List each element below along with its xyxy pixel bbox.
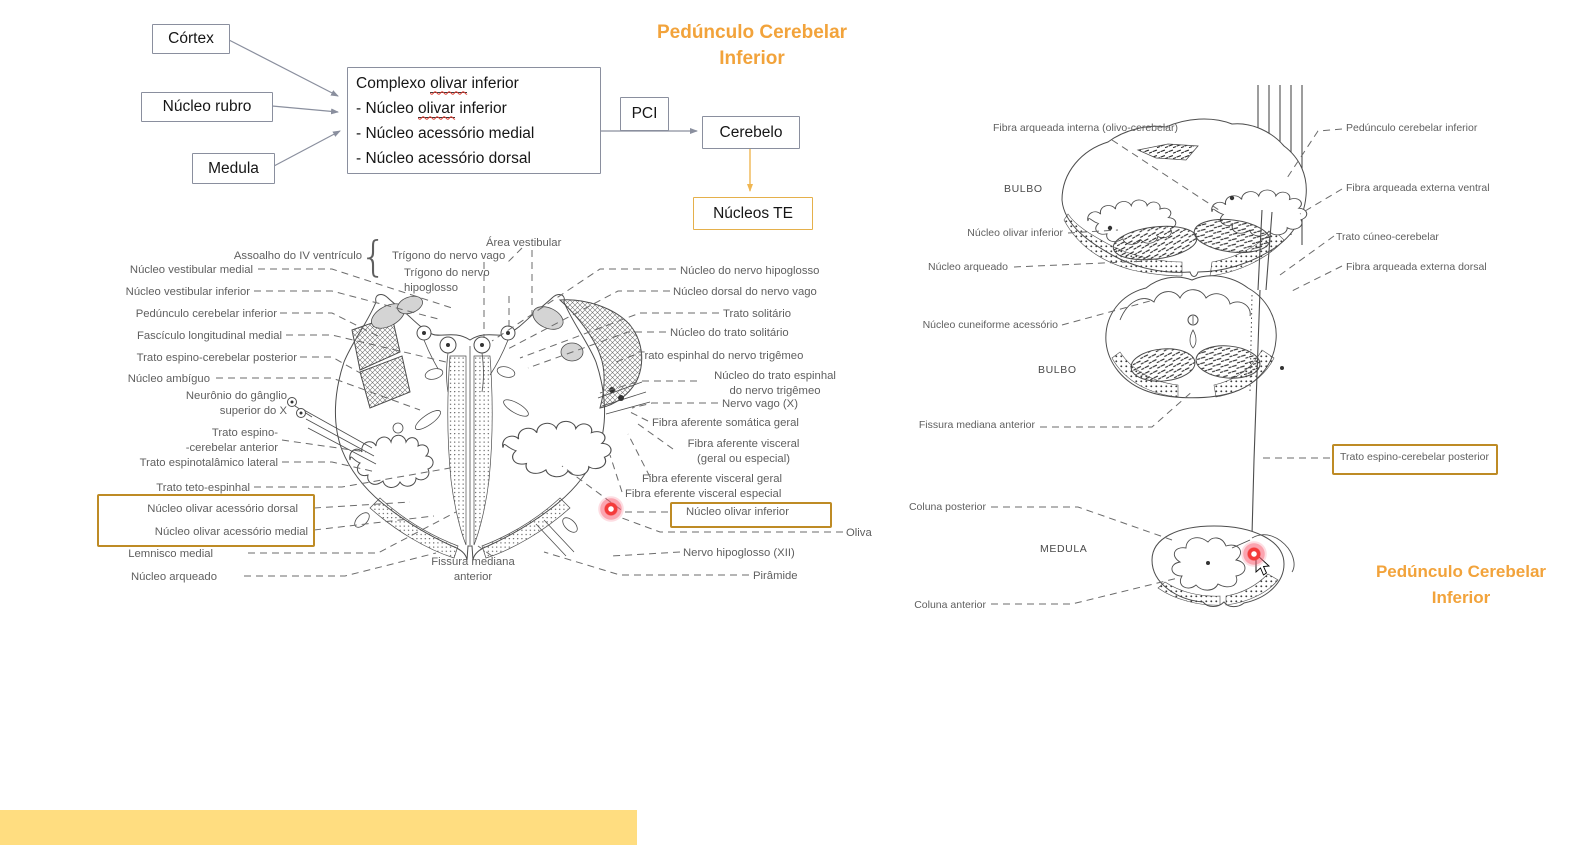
label-nucleo-arqueado: Núcleo arqueado bbox=[130, 571, 217, 583]
text: inferior bbox=[467, 74, 519, 92]
section-label-medula: MEDULA bbox=[1040, 543, 1088, 555]
label-fissura-mediana-anterior: Fissura mediana anterior bbox=[431, 556, 515, 583]
label-fibra-arqueada-externa-ventral: Fibra arqueada externa ventral bbox=[1346, 182, 1490, 194]
label-nucleo-vestibular-medial: Núcleo vestibular medial bbox=[129, 264, 253, 276]
page-title: Pedúnculo Cerebelar Inferior bbox=[656, 22, 848, 69]
label-fibra-aferente-visceral: Fibra aferente visceral (geral ou especi… bbox=[687, 438, 800, 465]
label-nucleo-olivar-acessorio-medial: Núcleo olivar acessório medial bbox=[154, 526, 308, 538]
flow-node-cortex-label: Córtex bbox=[168, 30, 214, 47]
text: Complexo bbox=[356, 74, 431, 92]
label-rd-fissura-mediana-anterior: Fissura mediana anterior bbox=[918, 419, 1035, 431]
flow-node-pci: PCI bbox=[620, 97, 669, 131]
label-rd-pedunculo-cerebelar-inferior: Pedúnculo cerebelar inferior bbox=[1346, 122, 1478, 134]
label-fibra-eferente-visceral-especial: Fibra eferente visceral especial bbox=[625, 488, 782, 500]
highlight-box-nucleo-olivar-inferior bbox=[670, 502, 832, 528]
flow-node-nucleos-te-label: Núcleos TE bbox=[713, 204, 793, 222]
section-label-bulbo-1: BULBO bbox=[1004, 183, 1043, 195]
label-nucleo-cuneiforme-acessorio: Núcleo cuneiforme acessório bbox=[922, 319, 1058, 331]
label-assoalho: Assoalho do IV ventrículo bbox=[233, 250, 362, 262]
label-nucleo-dorsal-nervo-vago: Núcleo dorsal do nervo vago bbox=[673, 286, 817, 298]
complexo-line-4: - Núcleo acessório dorsal bbox=[356, 149, 531, 167]
label-nucleo-olivar-acessorio-dorsal: Núcleo olivar acessório dorsal bbox=[147, 503, 298, 515]
label-nucleo-trato-espinhal-trigemeo: Núcleo do trato espinhal do nervo trigêm… bbox=[714, 370, 836, 397]
label-trato-espinhal-trigemeo: Trato espinhal do nervo trigêmeo bbox=[638, 350, 804, 362]
label-piramide: Pirâmide bbox=[753, 570, 798, 582]
label-trato-espino-cerebelar-anterior: Trato espino- -cerebelar anterior bbox=[185, 427, 278, 454]
label-nucleo-vestibular-inferior: Núcleo vestibular inferior bbox=[125, 286, 250, 298]
section-label-bulbo-2: BULBO bbox=[1038, 364, 1077, 376]
text: - Núcleo bbox=[356, 99, 419, 117]
label-trato-teto-espinhal: Trato teto-espinhal bbox=[156, 482, 250, 494]
flow-node-nucleo-rubro-label: Núcleo rubro bbox=[162, 98, 252, 115]
laser-pointer-dot-right bbox=[1240, 540, 1268, 568]
flow-node-nucleos-te: Núcleos TE bbox=[693, 197, 813, 230]
label-neuronio-ganglio: Neurônio do gânglio superior do X bbox=[185, 390, 287, 417]
label-trato-cuneo-cerebelar: Trato cúneo-cerebelar bbox=[1336, 231, 1439, 243]
highlight-box-trato-espino-cerebelar bbox=[1332, 444, 1498, 475]
label-fibra-eferente-visceral-geral: Fibra eferente visceral geral bbox=[642, 473, 783, 485]
flow-node-nucleo-rubro: Núcleo rubro bbox=[141, 92, 273, 122]
flow-node-medula-label: Medula bbox=[208, 159, 259, 177]
label-rd-nucleo-olivar-inferior: Núcleo olivar inferior bbox=[967, 227, 1063, 239]
complexo-line-1: Complexo olivar inferior bbox=[356, 71, 519, 96]
label-fibra-aferente-somatica: Fibra aferente somática geral bbox=[652, 417, 799, 429]
label-nucleo-trato-solitario: Núcleo do trato solitário bbox=[670, 327, 789, 339]
label-nucleo-nervo-hipoglosso: Núcleo do nervo hipoglosso bbox=[680, 265, 820, 277]
label-fasciculo-longitudinal-medial: Fascículo longitudinal medial bbox=[136, 330, 282, 342]
label-nervo-hipoglosso-xii: Nervo hipoglosso (XII) bbox=[683, 547, 795, 559]
highlight-bar bbox=[0, 810, 637, 845]
label-pedunculo-cerebelar-inferior: Pedúnculo cerebelar inferior bbox=[135, 308, 277, 320]
label-area-vestibular: Área vestibular bbox=[486, 237, 562, 249]
right-sections-drawing bbox=[1061, 85, 1308, 608]
misspelled-word: olivar bbox=[430, 74, 468, 93]
flow-node-complexo-olivar: Complexo olivar inferior - Núcleo olivar… bbox=[347, 67, 601, 174]
text: inferior bbox=[455, 99, 507, 117]
flow-node-cerebelo: Cerebelo bbox=[702, 116, 800, 149]
label-fibra-arqueada-externa-dorsal: Fibra arqueada externa dorsal bbox=[1346, 261, 1487, 273]
misspelled-word: olivar bbox=[418, 99, 456, 118]
flow-node-pci-label: PCI bbox=[631, 105, 658, 122]
label-oliva: Oliva bbox=[846, 527, 872, 539]
label-trato-espinotalamico-lateral: Trato espinotalâmico lateral bbox=[139, 457, 278, 469]
label-trato-solitario: Trato solitário bbox=[723, 308, 792, 320]
label-fibra-arqueada-interna: Fibra arqueada interna (olivo-cerebelar) bbox=[993, 122, 1179, 134]
flow-node-cortex: Córtex bbox=[152, 24, 230, 54]
label-trigono-vago: Trígono do nervo vago bbox=[392, 250, 506, 262]
label-lemnisco-medial: Lemnisco medial bbox=[128, 548, 213, 560]
left-section-drawing bbox=[287, 294, 651, 561]
flow-node-medula: Medula bbox=[192, 153, 275, 184]
label-rd-trato-espino-cerebelar-posterior: Trato espino-cerebelar posterior bbox=[1340, 451, 1490, 463]
label-trato-espino-cerebelar-posterior: Trato espino-cerebelar posterior bbox=[136, 352, 297, 364]
label-rd-nucleo-arqueado: Núcleo arqueado bbox=[928, 261, 1008, 273]
complexo-line-2: - Núcleo olivar inferior bbox=[356, 96, 507, 121]
complexo-line-3: - Núcleo acessório medial bbox=[356, 124, 535, 142]
highlight-box-acessorios bbox=[97, 494, 315, 547]
page-title-bottom: Pedúnculo Cerebelar Inferior bbox=[1375, 562, 1547, 607]
label-coluna-anterior: Coluna anterior bbox=[914, 599, 986, 611]
laser-pointer-dot-left bbox=[597, 495, 625, 523]
label-nervo-vago: Nervo vago (X) bbox=[722, 398, 798, 410]
label-trigono-hipoglosso: Trígono do nervo hipoglosso bbox=[404, 267, 490, 294]
label-coluna-posterior: Coluna posterior bbox=[908, 501, 986, 513]
label-nucleo-olivar-inferior: Núcleo olivar inferior bbox=[686, 506, 789, 518]
brace-glyph: { bbox=[360, 232, 387, 281]
label-nucleo-ambiguo: Núcleo ambíguo bbox=[127, 373, 210, 385]
flow-node-cerebelo-label: Cerebelo bbox=[719, 123, 783, 141]
